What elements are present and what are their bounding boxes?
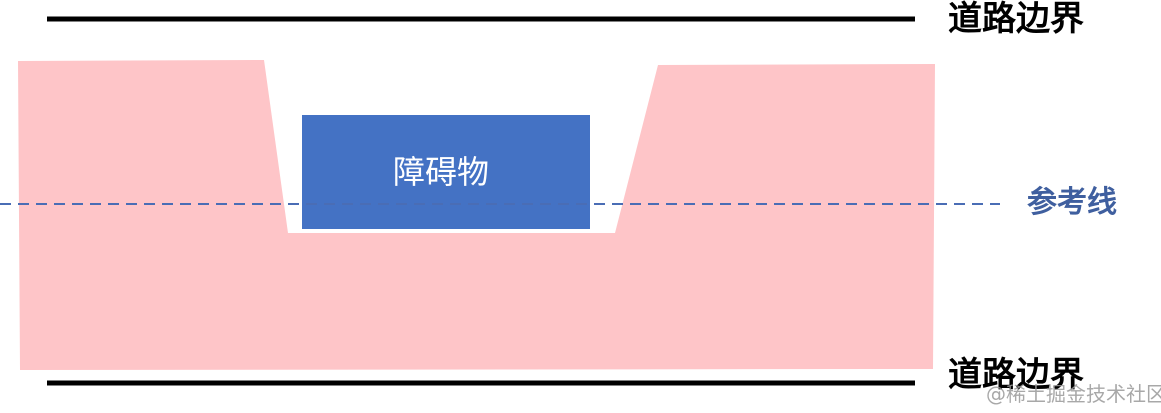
- watermark: @稀土掘金技术社区: [986, 382, 1161, 406]
- obstacle-label: 障碍物: [393, 153, 490, 191]
- reference-line-label: 参考线: [1027, 185, 1117, 220]
- top-boundary-label: 道路边界: [948, 0, 1084, 39]
- drivable-area: [18, 60, 935, 370]
- obstacle-box: [302, 115, 590, 229]
- bottom-boundary-label: 道路边界: [948, 355, 1084, 395]
